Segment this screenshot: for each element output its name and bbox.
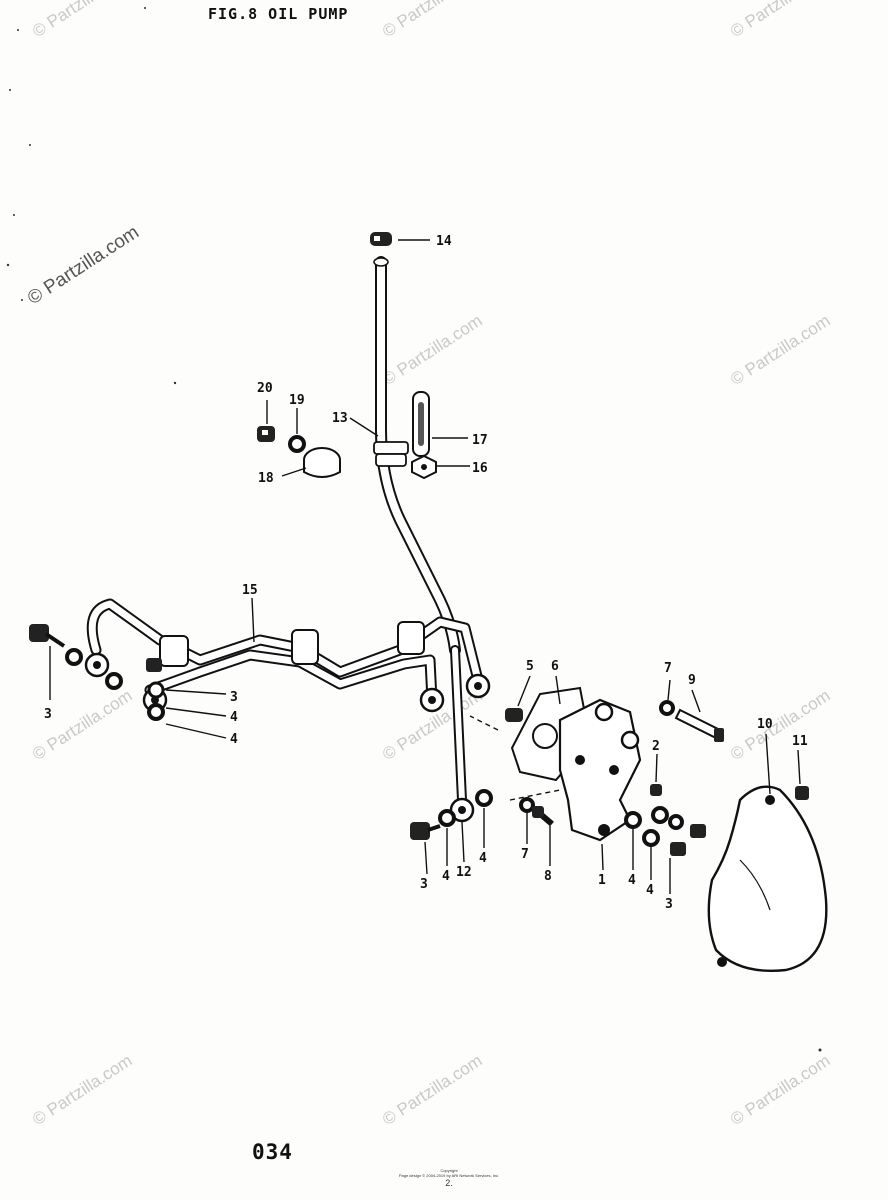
callout-10: 10: [757, 717, 773, 732]
washer-4: [105, 672, 123, 690]
callout-3: 3: [230, 690, 238, 705]
callout-4: 4: [628, 873, 636, 888]
callout-8: 8: [544, 869, 552, 884]
callout-1: 1: [598, 873, 606, 888]
callout-6: 6: [551, 659, 559, 674]
bolt-5: [505, 708, 523, 722]
callout-3: 3: [420, 877, 428, 892]
leader-lines: [49, 239, 801, 894]
washer-4: [438, 809, 456, 827]
callout-4: 4: [646, 883, 654, 898]
washer-4: [668, 814, 684, 830]
cap-14: [370, 232, 392, 246]
callout-11: 11: [792, 734, 808, 749]
callout-7: 7: [521, 847, 529, 862]
figure-title: FIG.8 OIL PUMP: [208, 5, 349, 23]
washer-4: [475, 789, 493, 807]
callout-4: 4: [479, 851, 487, 866]
left-bolt-3: [29, 624, 66, 648]
callout-2: 2: [652, 739, 660, 754]
lower-left-fitting: [146, 658, 165, 721]
cover-10: [707, 785, 828, 972]
washer-7: [659, 700, 675, 716]
clip-17: [411, 391, 437, 480]
washer-4: [65, 648, 83, 666]
page-number: 034: [252, 1140, 293, 1164]
bolt-8: [532, 806, 554, 827]
callout-14: 14: [436, 234, 452, 249]
callout-labels: 14 20 19 13 17 18 16 15 3 3 4 4 5 6 7 9 …: [44, 234, 808, 912]
callout-4: 4: [230, 732, 238, 747]
callout-16: 16: [472, 461, 488, 476]
callout-18: 18: [258, 471, 274, 486]
washer-4: [624, 811, 642, 829]
callout-19: 19: [289, 393, 305, 408]
callout-3: 3: [665, 897, 673, 912]
callout-12: 12: [456, 865, 472, 880]
washer-4: [642, 829, 660, 847]
callout-20: 20: [257, 381, 273, 396]
lower-pipe-12: [449, 645, 475, 823]
bolt-3-right: [670, 824, 706, 856]
vertical-oil-pipe: [373, 256, 461, 656]
callout-9: 9: [688, 673, 696, 688]
washer-19: [288, 435, 306, 453]
plug-18: [303, 447, 341, 478]
callout-5: 5: [526, 659, 534, 674]
bolt-3-lower: [410, 822, 441, 840]
footer-line: 2.: [445, 1178, 453, 1188]
bolt-20: [257, 426, 275, 442]
screw-11: [795, 786, 809, 800]
bolt-9: [674, 708, 724, 742]
footer-copyright: Copyright Page design © 2004-2019 by ARI…: [384, 1168, 514, 1188]
callout-13: 13: [332, 411, 348, 426]
horizontal-pipe-15: [84, 598, 491, 713]
callout-15: 15: [242, 583, 258, 598]
washer-7: [519, 797, 535, 813]
callout-17: 17: [472, 433, 488, 448]
callout-4: 4: [230, 710, 238, 725]
footer-line: Page design © 2004-2019 by ARI Network S…: [398, 1173, 500, 1178]
washer-4: [651, 806, 669, 824]
callout-7: 7: [664, 661, 672, 676]
bolt-2: [650, 784, 662, 796]
scan-specks: [6, 7, 822, 1052]
callout-4: 4: [442, 869, 450, 884]
callout-3-left: 3: [44, 707, 52, 722]
footer-line: Copyright: [440, 1168, 458, 1173]
